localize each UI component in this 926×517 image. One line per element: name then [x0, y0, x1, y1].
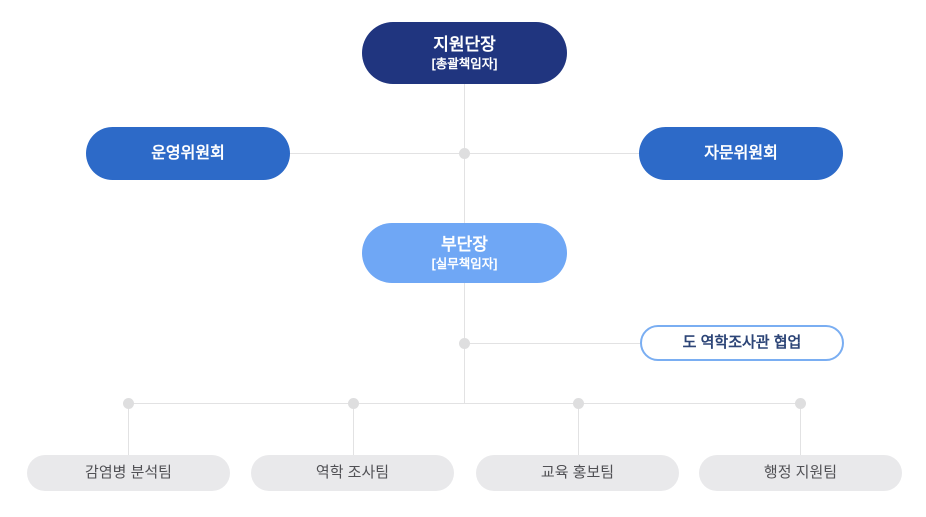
connector-team3-drop — [578, 403, 579, 455]
node-advisory-committee: 자문위원회 — [639, 127, 843, 180]
junction-dot-cooperation — [459, 338, 470, 349]
team-label: 감염병 분석팀 — [85, 463, 172, 481]
junction-dot-team2 — [348, 398, 359, 409]
node-team-analysis: 감염병 분석팀 — [27, 455, 230, 491]
connector-team1-drop — [128, 403, 129, 455]
team-label: 행정 지원팀 — [763, 463, 838, 481]
node-director: 지원단장 [총괄책임자] — [362, 22, 567, 84]
node-team-epidemiology: 역학 조사팀 — [251, 455, 454, 491]
node-team-admin: 행정 지원팀 — [699, 455, 902, 491]
advisory-committee-label: 자문위원회 — [704, 144, 778, 162]
node-cooperation: 도 역학조사관 협업 — [640, 325, 844, 361]
deputy-title: 부단장 — [441, 234, 488, 254]
connector-team2-drop — [353, 403, 354, 455]
junction-dot-committees — [459, 148, 470, 159]
team-label: 교육 홍보팀 — [540, 463, 615, 481]
director-subtitle: [총괄책임자] — [431, 56, 498, 71]
connector-to-cooperation — [464, 343, 640, 344]
connector-teams-horizontal — [128, 403, 801, 404]
connector-team4-drop — [800, 403, 801, 455]
director-title: 지원단장 — [433, 34, 496, 54]
node-steering-committee: 운영위원회 — [86, 127, 290, 180]
junction-dot-team4 — [795, 398, 806, 409]
junction-dot-team3 — [573, 398, 584, 409]
team-label: 역학 조사팀 — [315, 463, 390, 481]
node-team-education: 교육 홍보팀 — [476, 455, 679, 491]
cooperation-label: 도 역학조사관 협업 — [682, 333, 802, 351]
deputy-subtitle: [실무책임자] — [431, 256, 498, 271]
node-deputy-director: 부단장 [실무책임자] — [362, 223, 567, 283]
junction-dot-team1 — [123, 398, 134, 409]
steering-committee-label: 운영위원회 — [151, 144, 225, 162]
